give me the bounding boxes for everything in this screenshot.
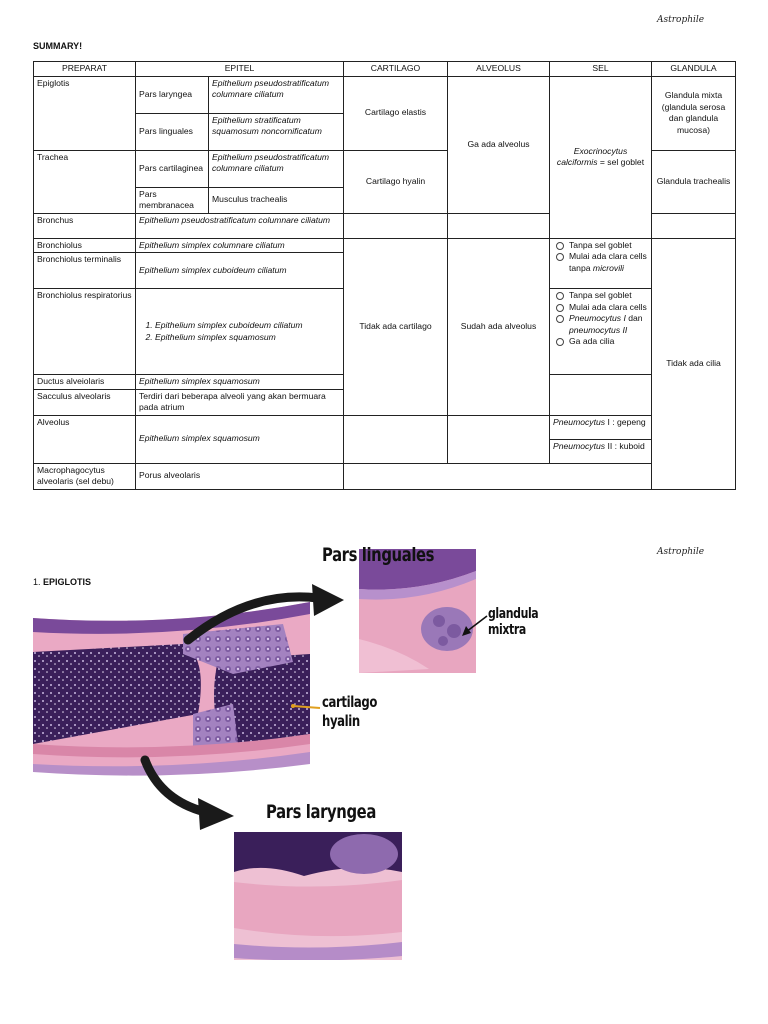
arrow-head-pars-laryngea [198, 798, 234, 830]
table-row: Pars linguales Epithelium stratificatum … [34, 112, 736, 151]
cell-glandula-mixta: Glandula mixta (glandula serosa dan glan… [651, 75, 736, 151]
cell-bronchus-glandula [651, 212, 736, 239]
cell-bronchiolus: Bronchiolus [33, 237, 136, 253]
cell-sudah-ada-alveolus: Sudah ada alveolus [447, 237, 550, 416]
cell-ductus-epitel: Epithelium simplex squamosum [135, 374, 344, 390]
cell-sacculus-alveolaris: Sacculus alveolaris [33, 388, 136, 416]
list-item: Tanpa sel goblet [553, 290, 648, 302]
table-row: Ductus alveiolaris Epithelium simplex sq… [33, 374, 736, 416]
cell-bronchus-cartilago [343, 212, 448, 239]
table-header-row: PREPARAT EPITEL CARTILAGO ALVEOLUS SEL G… [33, 61, 736, 77]
cell-resp-sel: Tanpa sel goblet Mulai ada clara cells P… [549, 288, 652, 375]
table-row: Bronchiolus respiratorius Epithelium sim… [33, 288, 736, 375]
list-item: Epithelium simplex cuboideum ciliatum [155, 320, 340, 332]
table-row: Alveolus Epithelium simplex squamosum Pn… [33, 414, 736, 464]
cell-bronchiolus-respiratorius: Bronchiolus respiratorius [33, 288, 136, 375]
cell-pars-cartilaginea: Pars cartilaginea [135, 149, 209, 188]
cell-pars-laryngea-epitel: Epithelium pseudostratificatum columnare… [208, 75, 344, 114]
list-item: Mulai ada clara cells tanpa microvili [553, 251, 648, 274]
list-item: Mulai ada clara cells [553, 302, 648, 314]
cell-cartilago-hyalin: Cartilago hyalin [343, 149, 448, 214]
header-preparat: PREPARAT [33, 61, 136, 77]
cell-glandula-trachealis: Glandula trachealis [651, 149, 736, 214]
cell-alveolus: Alveolus [33, 414, 136, 464]
cell-pars-linguales-epitel: Epithelium stratificatum squamosum nonco… [208, 112, 344, 151]
cell-resp-epitel: Epithelium simplex cuboideum ciliatum Ep… [135, 288, 344, 375]
table-row: Bronchiolus Epithelium simplex columnare… [33, 237, 736, 490]
epiglotis-histology-drawing [33, 594, 310, 780]
table-row: Sacculus alveolaris Terdiri dari beberap… [33, 388, 736, 416]
cell-pars-linguales: Pars linguales [135, 112, 209, 151]
pars-laryngea-histology-image [234, 832, 402, 968]
header-sel: SEL [549, 61, 652, 77]
cell-ductus-sel [549, 374, 652, 416]
cell-bronchiolus-terminalis-epitel: Epithelium simplex cuboideum ciliatum [135, 252, 344, 289]
table-row: Epiglotis Pars laryngea Epithelium pseud… [33, 75, 736, 239]
cell-epiglotis: Epiglotis [33, 75, 136, 151]
signature-top: Astrophile [657, 15, 705, 25]
label-glandula: glandula [488, 606, 539, 622]
table-row: Macrophagocytus alveolaris (sel debu) Po… [33, 462, 736, 490]
table-row: Pars membranacea Musculus trachealis [34, 186, 736, 214]
label-mixtra: mixtra [488, 622, 526, 638]
list-item: Tanpa sel goblet [553, 240, 648, 252]
cell-ductus-alveolaris: Ductus alveiolaris [33, 374, 136, 390]
signature-bottom: Astrophile [657, 547, 705, 557]
cell-alveolus-cartilago [343, 414, 448, 464]
cell-pars-membranacea: Pars membranacea [135, 186, 209, 214]
list-item: Ga ada cilia [553, 336, 648, 348]
list-item: Epithelium simplex squamosum [155, 332, 340, 344]
pars-laryngea-histology-drawing [234, 832, 402, 968]
list-item: Pneumocytus I dan pneumocytus II [553, 313, 648, 336]
arrow-head-pars-linguales [312, 584, 344, 616]
cell-bronchiolus-sel: Tanpa sel goblet Mulai ada clara cells t… [549, 237, 652, 289]
cell-bronchus-alveolus [447, 212, 550, 239]
cell-tidak-ada-cartilago: Tidak ada cartilago [343, 237, 448, 416]
header-glandula: GLANDULA [651, 61, 736, 77]
cell-bronchiolus-terminalis: Bronchiolus terminalis [33, 252, 136, 289]
cell-trachea: Trachea [33, 149, 136, 214]
cell-macrophagocytus-empty [343, 462, 736, 490]
cell-alveolus-alveolus [447, 414, 550, 464]
cell-ga-ada-alveolus: Ga ada alveolus [447, 75, 550, 214]
label-hyalin: hyalin [322, 712, 360, 730]
label-pars-linguales: Pars linguales [322, 544, 435, 566]
pars-linguales-histology-drawing [359, 549, 476, 673]
section-title: 1. EPIGLOTIS [33, 577, 92, 587]
table-row: Bronchiolus terminalis Epithelium simple… [33, 252, 736, 289]
header-alveolus: ALVEOLUS [447, 61, 550, 77]
cell-bronchus: Bronchus [33, 212, 136, 239]
epiglotis-histology-image [33, 594, 310, 780]
sel-exo-italic: Exocrinocytus calciformis [556, 145, 628, 168]
cell-cartilago-elastis: Cartilago elastis [343, 75, 448, 151]
cell-bronchiolus-epitel: Epithelium simplex columnare ciliatum [135, 237, 344, 253]
cell-sel-goblet: Exocrinocytus calciformis = sel goblet [549, 75, 652, 239]
cell-pneumocytus-2: Pneumocytus II : kuboid [549, 438, 652, 464]
cell-macrophagocytus: Macrophagocytus alveolaris (sel debu) [33, 462, 136, 490]
cell-macrophagocytus-epitel: Porus alveolaris [135, 462, 344, 490]
cell-alveolus-epitel: Epithelium simplex squamosum [135, 414, 344, 464]
pars-linguales-histology-image [359, 549, 476, 673]
cell-pneumocytus-1: Pneumocytus I : gepeng [549, 414, 652, 440]
cell-bronchus-epitel: Epithelium pseudostratificatum columnare… [135, 212, 344, 239]
summary-title: SUMMARY! [33, 41, 83, 51]
label-cartilago: cartilago [322, 693, 378, 711]
label-pars-laryngea: Pars laryngea [266, 801, 376, 823]
cell-pars-laryngea: Pars laryngea [135, 75, 209, 114]
cell-tidak-ada-cilia: Tidak ada cilia [651, 237, 736, 490]
table-row: Pneumocytus II : kuboid [34, 438, 736, 464]
header-cartilago: CARTILAGO [343, 61, 448, 77]
cell-pars-cartilaginea-epitel: Epithelium pseudostratificatum columnare… [208, 149, 344, 188]
sel-exo-rest: = sel goblet [597, 157, 645, 167]
summary-table: PREPARAT EPITEL CARTILAGO ALVEOLUS SEL G… [33, 61, 736, 490]
cell-sacculus-epitel: Terdiri dari beberapa alveoli yang akan … [135, 388, 344, 416]
cell-musculus-trachealis: Musculus trachealis [208, 186, 344, 214]
table-row: Bronchus Epithelium pseudostratificatum … [33, 212, 736, 239]
header-epitel: EPITEL [135, 61, 344, 77]
table-row: Trachea Pars cartilaginea Epithelium pse… [33, 149, 736, 214]
